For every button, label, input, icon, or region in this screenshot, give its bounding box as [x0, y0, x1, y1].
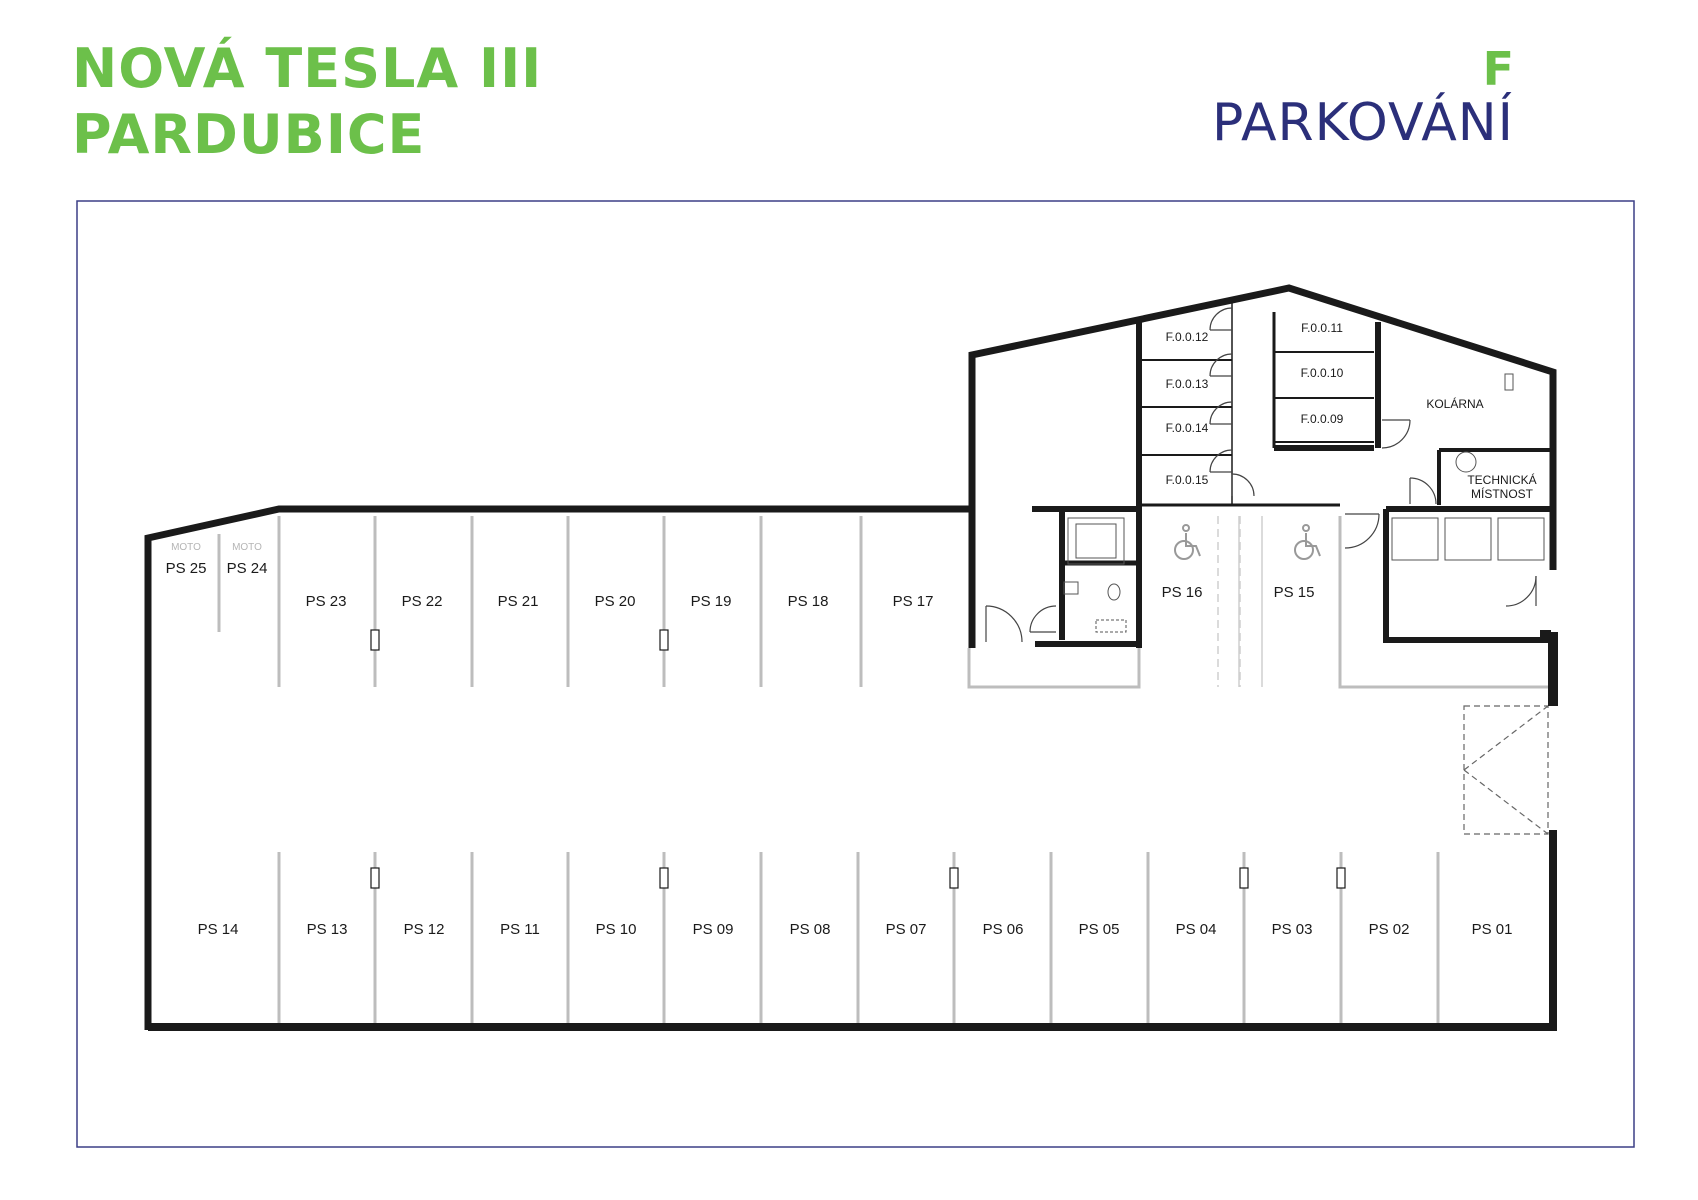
space-label: PS 17	[893, 593, 934, 610]
doors	[985, 307, 1537, 643]
wheelchair-icon	[1174, 524, 1201, 560]
parking-divider-lines	[217, 516, 1548, 1024]
space-label: PS 15	[1274, 584, 1315, 601]
door	[985, 605, 1023, 643]
space-label: PS 13	[307, 921, 348, 938]
technical-equipment	[1391, 373, 1545, 561]
space-label: PS 24	[227, 560, 268, 577]
wall-service-corner	[1545, 630, 1558, 643]
section-letter: F	[1482, 42, 1514, 96]
entrance-gate	[1463, 705, 1549, 835]
technical-room-label: TECHNICKÁ	[1467, 472, 1536, 487]
space-label: PS 02	[1369, 921, 1410, 938]
door	[1505, 575, 1537, 607]
door	[1381, 419, 1411, 449]
space-edge	[1338, 516, 1548, 689]
walls	[144, 284, 1558, 1031]
space-label: PS 03	[1272, 921, 1313, 938]
storage-label: F.0.0.13	[1166, 377, 1209, 391]
space-label: PS 05	[1079, 921, 1120, 938]
moto-tag: MOTO	[171, 542, 201, 553]
column	[659, 629, 669, 651]
project-title-line-2: PARDUBICE	[72, 103, 426, 166]
door	[1209, 307, 1233, 331]
column	[949, 867, 959, 889]
core-edge	[967, 648, 1141, 689]
storage-label: F.0.0.12	[1166, 330, 1209, 344]
wheelchair-icon	[1294, 524, 1321, 560]
storage-label: F.0.0.14	[1166, 421, 1209, 435]
space-label: PS 09	[693, 921, 734, 938]
space-label: PS 06	[983, 921, 1024, 938]
wall-outer-left	[144, 505, 972, 1030]
door	[1231, 473, 1255, 497]
column	[1336, 867, 1346, 889]
bike-room-label: KOLÁRNA	[1426, 396, 1483, 411]
storage-label: F.0.0.15	[1166, 473, 1209, 487]
space-label: PS 18	[788, 593, 829, 610]
bathroom-fixtures	[1063, 517, 1127, 633]
technical-room-label: MÍSTNOST	[1471, 486, 1534, 501]
door	[1029, 605, 1057, 633]
section-label: F PARKOVÁNÍ	[1212, 44, 1514, 152]
space-label: PS 04	[1176, 921, 1217, 938]
storage-label: F.0.0.10	[1301, 366, 1344, 380]
storage-label: F.0.0.09	[1301, 412, 1344, 426]
space-label: PS 23	[306, 593, 347, 610]
plan-frame	[76, 200, 1635, 1148]
project-title: NOVÁ TESLA III PARDUBICE	[72, 36, 542, 168]
column	[659, 867, 669, 889]
column	[370, 867, 380, 889]
column	[370, 629, 380, 651]
door	[1209, 449, 1233, 473]
wall-service-room	[1383, 509, 1546, 643]
wall-outer-upper	[968, 284, 1557, 648]
space-label: PS 19	[691, 593, 732, 610]
moto-tag: MOTO	[232, 542, 262, 553]
wall-outer-bottom	[148, 830, 1557, 1031]
space-label: PS 20	[595, 593, 636, 610]
space-label: PS 07	[886, 921, 927, 938]
space-label: PS 16	[1162, 584, 1203, 601]
project-title-line-1: NOVÁ TESLA III	[72, 37, 543, 100]
door	[1209, 353, 1233, 377]
door	[1209, 401, 1233, 425]
columns	[370, 629, 1346, 889]
space-label: PS 21	[498, 593, 539, 610]
space-label: PS 01	[1472, 921, 1513, 938]
space-label: PS 14	[198, 921, 239, 938]
space-label: PS 10	[596, 921, 637, 938]
column	[1239, 867, 1249, 889]
space-label: PS 11	[500, 921, 540, 938]
plan-labels: PS 25 PS 24 PS 23 PS 22 PS 21 PS 20 PS 19 PS 18…	[166, 321, 1537, 938]
space-label: PS 22	[402, 593, 443, 610]
section-name: PARKOVÁNÍ	[1211, 93, 1514, 153]
door	[1344, 513, 1380, 549]
door	[1409, 477, 1437, 505]
space-label: PS 08	[790, 921, 831, 938]
space-label: PS 12	[404, 921, 445, 938]
space-label: PS 25	[166, 560, 207, 577]
storage-label: F.0.0.11	[1301, 321, 1343, 335]
